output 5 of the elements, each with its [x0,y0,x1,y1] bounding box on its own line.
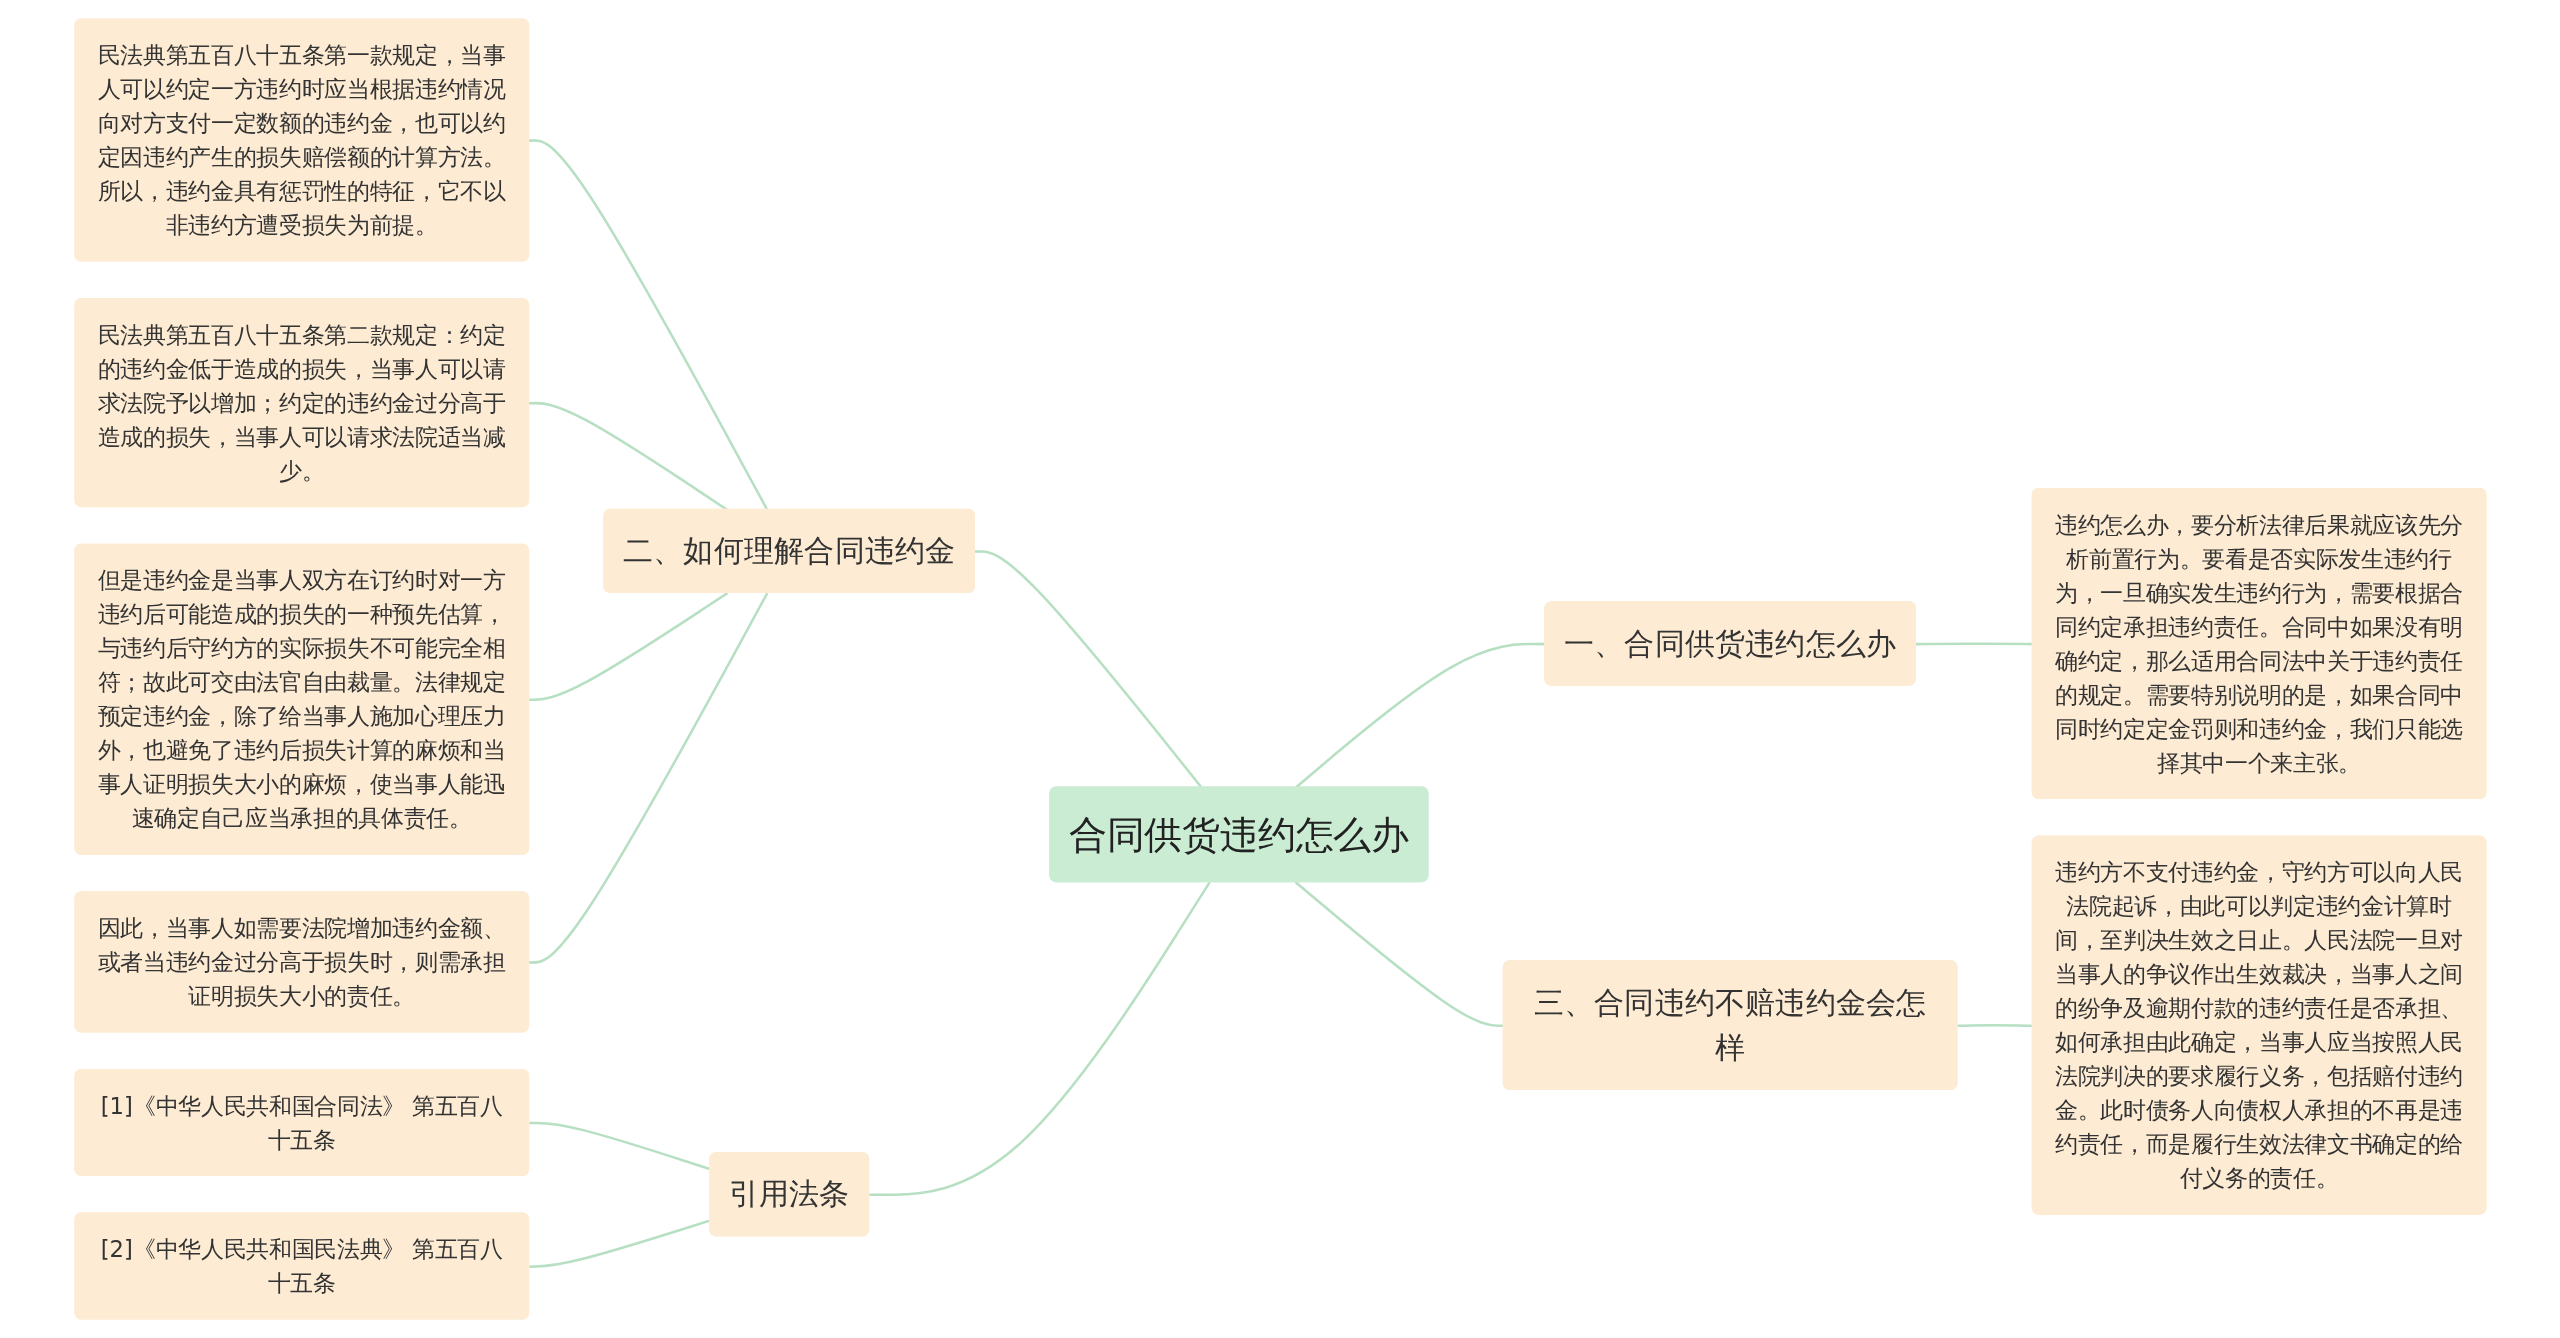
connector [528,592,728,702]
connector [868,881,1211,1197]
connector [528,139,768,511]
connector [528,592,768,964]
connector [974,550,1203,789]
